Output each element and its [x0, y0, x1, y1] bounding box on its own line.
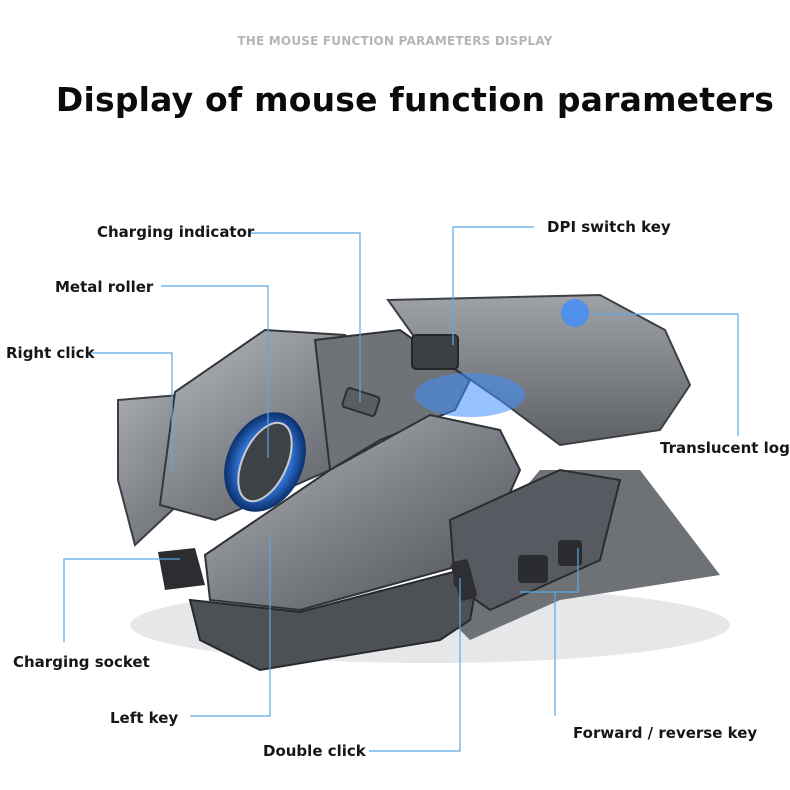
page-subtitle: THE MOUSE FUNCTION PARAMETERS DISPLAY — [237, 34, 553, 48]
metal-roller — [237, 421, 293, 503]
label-left-key: Left key — [110, 709, 179, 727]
label-right-click: Right click — [6, 344, 95, 362]
leader-line-charging-indicator — [251, 232, 361, 402]
label-dpi-switch-key: DPI switch key — [547, 218, 671, 236]
leader-line-left-key — [190, 538, 271, 717]
leader-line-metal-roller — [161, 285, 269, 458]
label-metal-roller: Metal roller — [55, 278, 154, 296]
label-forward-reverse-key: Forward / reverse key — [573, 724, 758, 742]
side-button-forward — [518, 555, 548, 583]
page-title: Display of mouse function parameters — [55, 80, 775, 119]
label-charging-socket: Charging socket — [13, 653, 150, 671]
label-translucent-logo: Translucent logo — [660, 439, 790, 457]
double-click-button — [451, 559, 477, 601]
leader-line-right-click — [92, 352, 173, 471]
internal-glow — [415, 373, 525, 417]
charging-socket — [158, 548, 205, 590]
leader-line-dpi-switch — [452, 226, 534, 345]
side-panel — [448, 468, 622, 612]
left-key-plate — [203, 413, 522, 612]
leader-line-forward-reverse-2 — [555, 548, 579, 593]
label-charging-indicator: Charging indicator — [97, 223, 255, 241]
dpi-switch-button — [411, 334, 459, 370]
front-shoe — [188, 563, 482, 672]
side-button-reverse — [558, 540, 582, 566]
leader-line-translucent-logo — [594, 313, 739, 436]
charging-indicator-light — [341, 387, 381, 417]
leader-lines — [63, 226, 739, 752]
leader-line-charging-socket — [63, 558, 180, 642]
leader-line-double-click — [369, 578, 461, 752]
label-double-click: Double click — [263, 742, 366, 760]
translucent-logo — [561, 299, 589, 327]
